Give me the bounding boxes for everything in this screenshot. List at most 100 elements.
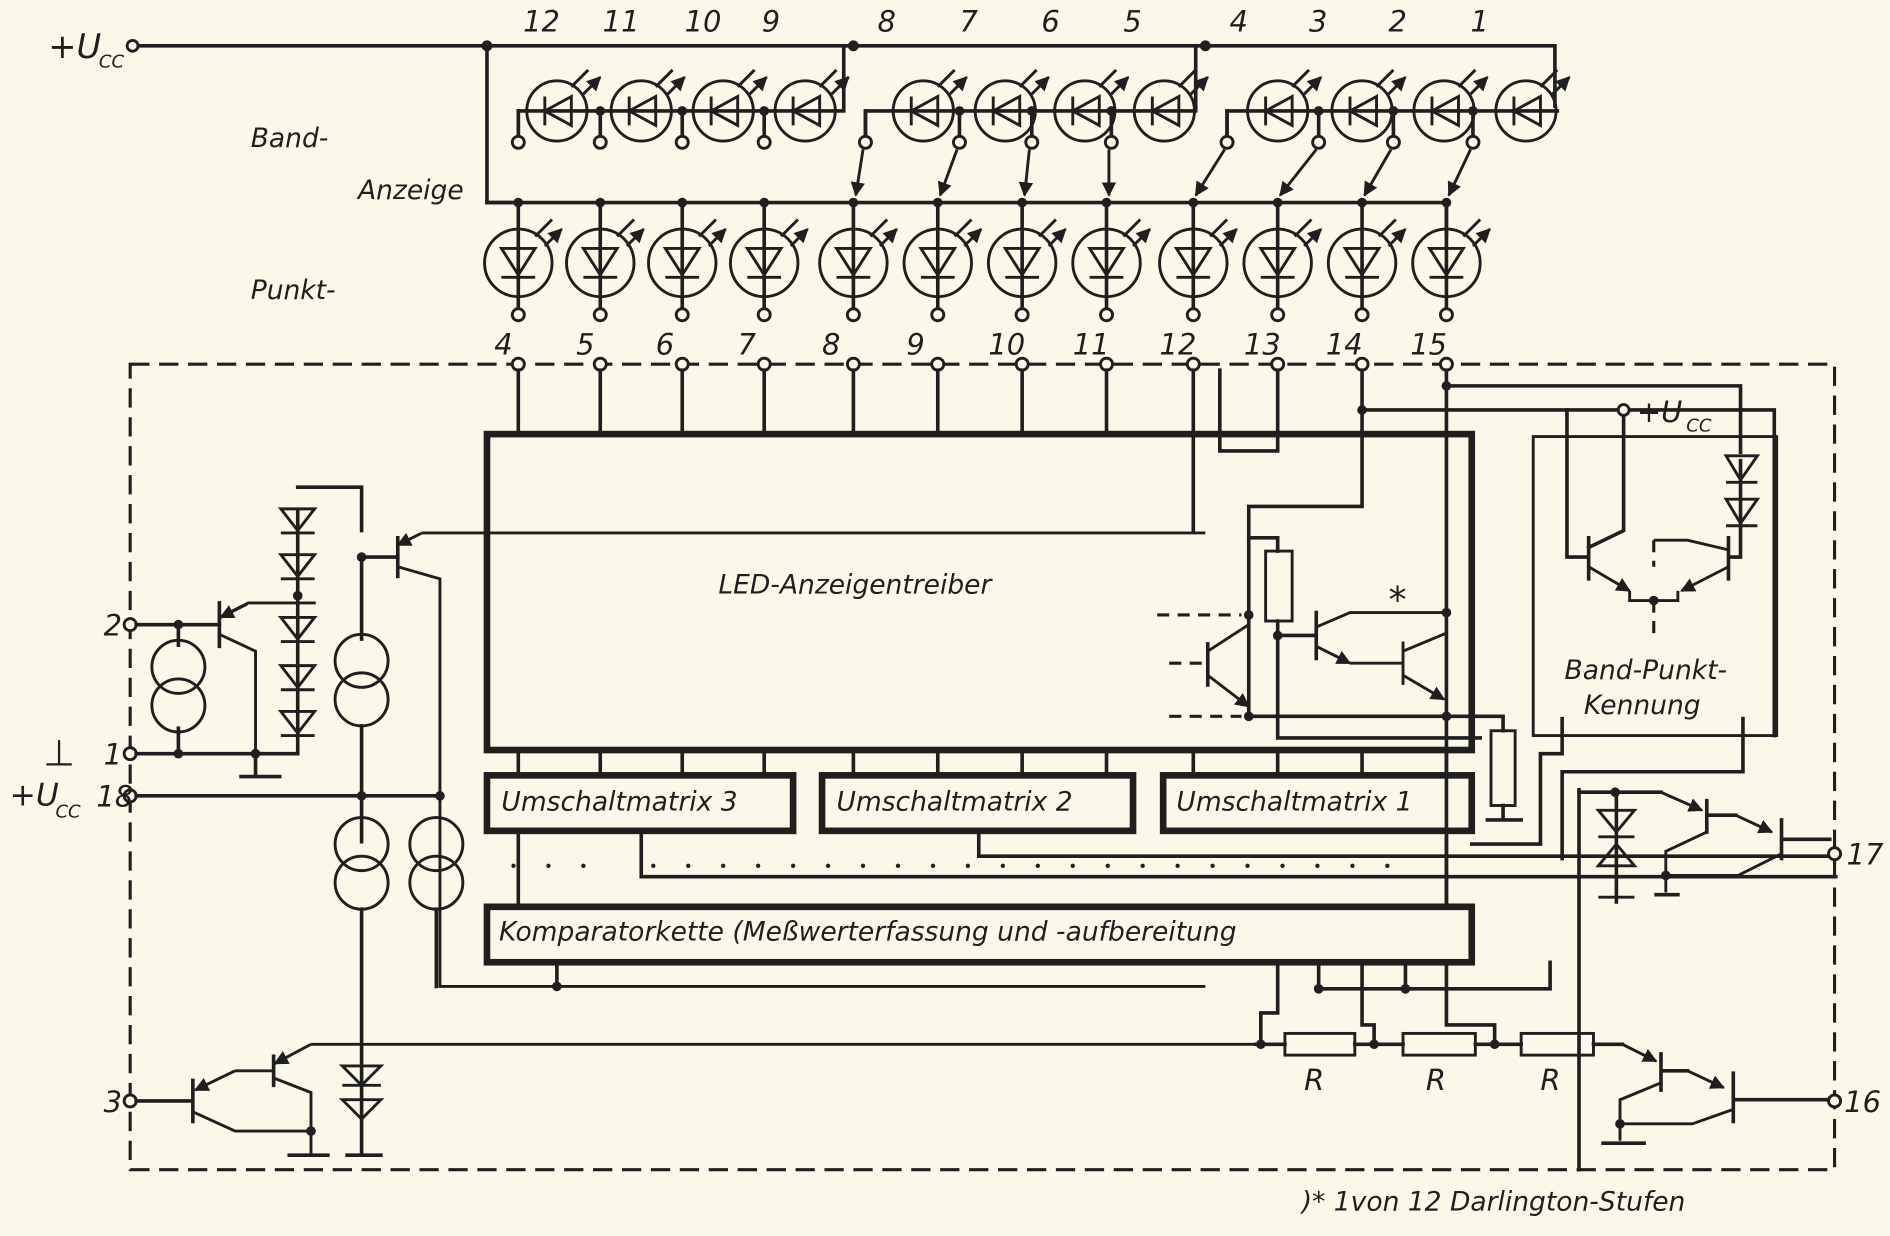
punkt-led-terminal (1185, 307, 1201, 323)
junction (481, 40, 493, 52)
rail-left-vertical (485, 44, 521, 205)
ic-pin-7[interactable]: 7 (738, 328, 772, 436)
ic-top-pins: 4 5 6 7 8 9 10 11 12 13 14 15 (494, 328, 1454, 436)
ic-pin-11[interactable]: 11 (1073, 328, 1114, 436)
ic-pin-number: 4 (494, 328, 512, 362)
resistor-icon (1489, 729, 1517, 807)
ic-pin-number: 6 (656, 328, 674, 362)
band-led (1246, 70, 1322, 143)
ic-pin-15[interactable]: 15 (1410, 328, 1454, 372)
punkt-led (1326, 197, 1405, 323)
led-icon (818, 227, 889, 299)
punkt-led (729, 197, 807, 323)
bus-dot (790, 863, 796, 868)
inner-supply-label: +U (1637, 395, 1682, 429)
matrix-comparator-links (516, 829, 1838, 909)
punkt-led-terminal (510, 307, 526, 323)
ic-pin-4[interactable]: 4 (494, 328, 526, 436)
band-led (891, 70, 967, 143)
diode-icon (277, 615, 318, 643)
ic-pin-number: 13 (1244, 328, 1281, 362)
darlington-stage: * (1157, 368, 1777, 907)
ic-pin-8[interactable]: 8 (822, 328, 861, 436)
punkt-led-terminal (1438, 307, 1454, 323)
led-driver-block (483, 430, 1476, 754)
punkt-led-terminal (674, 307, 690, 323)
band-led-terminal (1219, 134, 1235, 150)
resistor-label: R (1426, 1063, 1446, 1097)
matrix1-block (1159, 772, 1476, 835)
band-led (1053, 70, 1129, 143)
resistor-icon (1283, 1031, 1357, 1057)
band-led-number: 4 (1229, 4, 1247, 38)
pin-17-output-stage: 17 (1577, 787, 1884, 1172)
bus-dot (1385, 863, 1390, 868)
ic-pin-number: 10 (988, 328, 1025, 362)
ic-pin-9[interactable]: 9 (906, 328, 946, 436)
dotted-bus (511, 863, 1390, 868)
band-led-number: 2 (1389, 4, 1407, 38)
led-icon (986, 227, 1058, 299)
band-led-terminal (857, 134, 873, 150)
diode-icon (277, 664, 318, 692)
ic-pin-number: 7 (738, 328, 757, 362)
band-led-terminal (951, 134, 967, 150)
label-anzeige: Anzeige (356, 175, 464, 206)
ic-pin-number: 5 (576, 328, 594, 362)
band-led (1494, 70, 1570, 143)
pin-17[interactable] (1827, 846, 1843, 862)
ic-pin-number: 14 (1326, 328, 1363, 362)
ic-pin-10[interactable]: 10 (988, 328, 1030, 436)
bus-dot (825, 863, 831, 868)
punkt-led-terminal (1270, 307, 1286, 323)
supply-label-sub: CC (99, 52, 125, 73)
resistor-icon (1519, 1031, 1595, 1057)
supply-label-main: +U (48, 27, 101, 66)
bus-dot (1280, 863, 1285, 868)
junction (847, 40, 859, 52)
matrix3-label: Umschaltmatrix 3 (501, 786, 737, 817)
punkt-led (1158, 197, 1237, 323)
punkt-led-terminal (756, 307, 772, 323)
ic-pin-12[interactable]: 12 (1160, 328, 1201, 372)
bus-dot (1350, 863, 1355, 868)
ic-pin-number: 12 (1160, 328, 1197, 362)
led-icon (1158, 227, 1229, 299)
bus-dot (1035, 863, 1040, 868)
bus-dot (930, 863, 936, 868)
comparator-label: Komparatorkette (Meßwerterfassung und -a… (499, 917, 1237, 948)
pin-17-label: 17 (1847, 838, 1884, 872)
punkt-led (483, 197, 562, 323)
punkt-led-terminal (1099, 307, 1114, 323)
bus-dot (686, 863, 691, 868)
bus-dot (651, 863, 656, 868)
bus-dot (581, 863, 586, 868)
ground-icon (239, 751, 282, 779)
ic-pin-13[interactable]: 13 (1244, 328, 1286, 372)
band-led-number: 9 (762, 4, 780, 38)
ic-pin-number: 15 (1410, 328, 1447, 362)
inner-supply-sub: CC (1686, 416, 1712, 437)
led-icon (902, 227, 973, 299)
ic-pin-6[interactable]: 6 (656, 328, 690, 436)
ic-pin-14[interactable]: 14 (1326, 328, 1370, 372)
ic-pin-number: 9 (906, 328, 924, 362)
diode-stack (277, 507, 318, 738)
ground-symbol-label: ⊥ (43, 732, 74, 775)
pin-1-label: 1 (104, 738, 122, 772)
matrix2-label: Umschaltmatrix 2 (837, 786, 1073, 817)
bus-dot (1070, 863, 1075, 868)
led-icon (1071, 227, 1142, 299)
pin-16[interactable] (1827, 1093, 1843, 1109)
diode-icon (277, 507, 318, 535)
resistor-label: R (1304, 1063, 1324, 1097)
punkt-led-terminal (845, 307, 861, 323)
punkt-led-terminal (930, 307, 946, 323)
ic-pin-5[interactable]: 5 (576, 328, 608, 436)
label-punkt: Punkt- (251, 275, 336, 306)
bus-dot (721, 863, 726, 868)
diode-icon (277, 553, 318, 581)
ic-boundary (128, 362, 1837, 1172)
bus-dot (756, 863, 761, 868)
